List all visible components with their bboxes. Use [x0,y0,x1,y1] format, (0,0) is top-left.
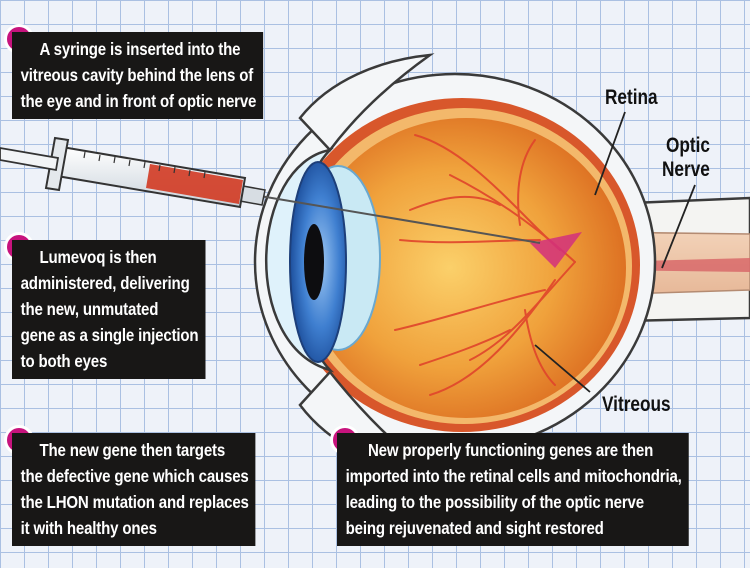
step-3-line-2: the defective gene which causes [20,466,249,486]
syringe-graduations [83,151,206,179]
step-2-line-4: gene as a single injection [20,325,199,345]
step-4-line-1: New properly functioning genes are then [367,440,654,460]
retina-leader [594,111,626,196]
syringe-needle [259,195,541,244]
vitreous-body [306,118,626,418]
step-4-line-2: imported into the retinal cells and mito… [345,466,682,486]
step-1-line-1: A syringe is inserted into the [39,39,241,59]
syringe-plunger [0,147,60,172]
syringe-liquid [146,164,243,204]
step-1-caption: A syringe is inserted into the vitreous … [12,32,264,119]
step-3-line-3: the LHON mutation and replaces [20,492,249,512]
optic-nerve-label-line-2: Nerve [662,158,710,181]
injection-target [530,232,582,268]
step-2-line-3: the new, unmutated [20,299,159,319]
step-2-line-5: to both eyes [20,351,108,371]
step-2-line-2: administered, delivering [20,273,190,293]
step-1-line-3: the eye and in front of optic nerve [20,91,257,111]
step-2-line-1: Lumevoq is then [39,247,157,267]
step-1-line-2: vitreous cavity behind the lens of [20,65,254,85]
step-4-caption: New properly functioning genes are then … [337,433,689,546]
optic-nerve-leader [661,184,696,269]
vitreous-label: Vitreous [602,393,671,416]
retina-label: Retina [605,86,658,109]
step-4-line-4: being rejuvenated and sight restored [345,518,604,538]
pupil [304,224,324,300]
step-4-line-3: leading to the possibility of the optic … [345,492,644,512]
retinal-vessels [394,134,576,396]
vitreous-leader [534,344,591,393]
optic-nerve-label-line-1: Optic [666,134,711,157]
step-3-caption: The new gene then targets the defective … [12,433,256,546]
step-2-caption: Lumevoq is then administered, delivering… [12,240,206,379]
step-3-line-1: The new gene then targets [39,440,226,460]
upper-eyelid [298,53,435,152]
step-3-line-4: it with healthy ones [20,518,157,538]
